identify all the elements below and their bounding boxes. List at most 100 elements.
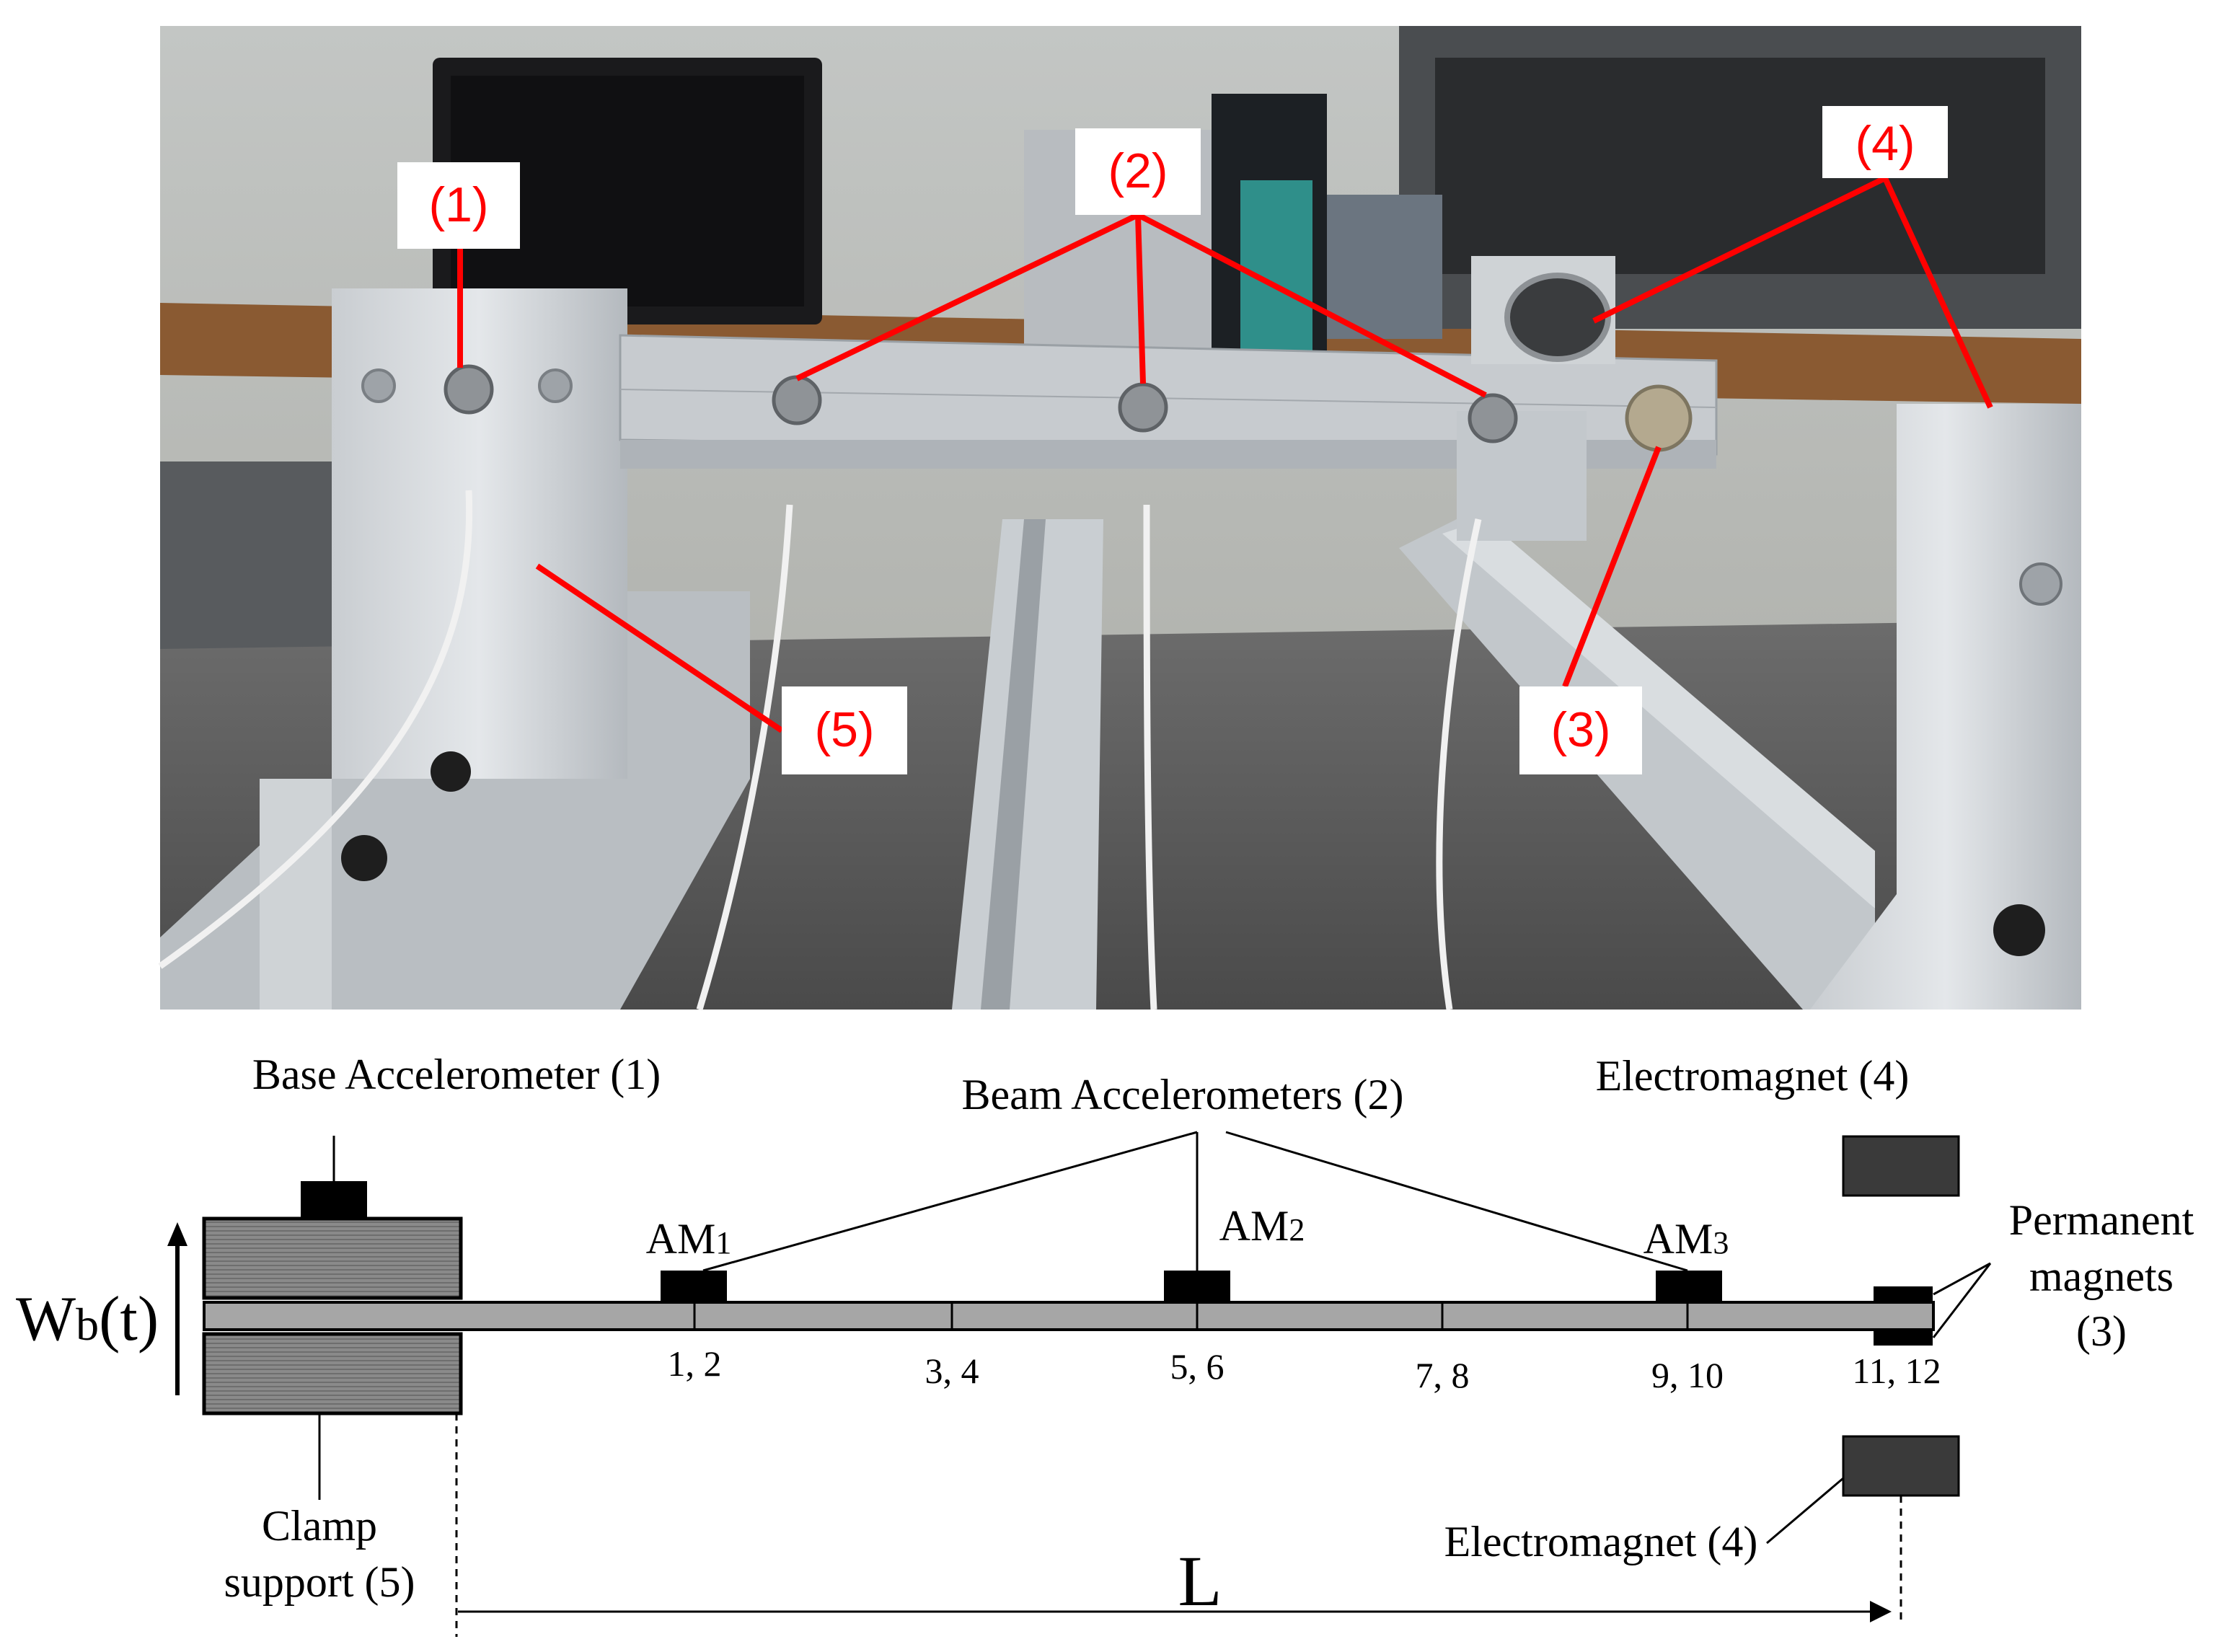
clamp-support-plate: [332, 288, 627, 779]
leader-2a: [795, 212, 1139, 381]
base-motion-main: W: [16, 1284, 76, 1354]
permanent-magnets-line-3: (3): [2076, 1307, 2127, 1355]
photo-leader-lines: [457, 175, 1993, 733]
electromagnet-bottom-label: Electromagnet (4): [1444, 1518, 1758, 1565]
am2-main: AM: [1219, 1202, 1289, 1250]
node-label-1: 1, 2: [668, 1343, 722, 1384]
clamp-support-line-1: Clamp: [262, 1502, 377, 1550]
bolt-1: [361, 368, 396, 403]
electromagnet-top: [1842, 1135, 1960, 1197]
callout-3-box: [1519, 686, 1642, 774]
callout-5-box: [782, 686, 907, 774]
base-motion-sub: b: [76, 1299, 99, 1350]
electromagnet-top-label: Electromagnet (4): [1596, 1052, 1910, 1100]
clamp-base-block: [260, 779, 332, 1010]
node-label-6: 11, 12: [1852, 1351, 1941, 1391]
callout-1-label: (1): [428, 177, 488, 232]
am3-block: [1656, 1271, 1722, 1302]
am2-label: AM2: [1219, 1202, 1305, 1250]
beam-accelerometer-photo-3: [1468, 393, 1518, 443]
am3-main: AM: [1643, 1215, 1713, 1263]
right-support-photo: [1810, 404, 2081, 1010]
cable-4: [1436, 518, 1482, 1010]
rail-right-top: [1442, 519, 1875, 909]
bolt-4: [341, 835, 387, 881]
leader-2c: [1137, 212, 1487, 398]
length-label: L: [1178, 1541, 1222, 1621]
window-pane: [1435, 58, 2045, 274]
node-label-4: 7, 8: [1416, 1355, 1470, 1395]
callout-5: (5): [782, 686, 907, 774]
schematic: Base Accelerometer (1) Beam Acceleromete…: [16, 1051, 2194, 1637]
node-labels: 1, 2 3, 4 5, 6 7, 8 9, 10 11, 12: [668, 1343, 1941, 1395]
am2-sub: 2: [1289, 1212, 1305, 1247]
electromagnet-photo: [1504, 273, 1611, 362]
cable-1: [158, 490, 473, 969]
beam-accelerometers-label: Beam Accelerometers (2): [961, 1071, 1403, 1118]
leader-2b: [1135, 214, 1146, 384]
beam: [203, 1301, 1935, 1331]
callout-4: (4): [1822, 106, 1948, 178]
photo-accelerometers: [444, 364, 1693, 452]
permanent-magnet-top: [1874, 1286, 1933, 1302]
leader-am1: [702, 1131, 1198, 1272]
base-motion-arg: (t): [99, 1284, 159, 1354]
leader-3: [1562, 446, 1662, 688]
leader-4b: [1882, 177, 1993, 409]
callout-4-box: [1822, 106, 1948, 178]
beam-accelerometer-photo-1: [772, 375, 822, 425]
callout-2-box: [1075, 128, 1201, 215]
callout-5-label: (5): [814, 702, 874, 757]
leader-magnet-top: [1933, 1262, 1991, 1296]
beam-accelerometer-photo-2: [1118, 382, 1168, 433]
am1-block: [661, 1271, 727, 1302]
clamp-support-label: Clamp support (5): [224, 1502, 415, 1606]
right-bolt-2: [1993, 904, 2045, 956]
photo: (1) (2) (3) (4) (5): [158, 26, 2081, 1011]
bolt-2: [538, 368, 573, 403]
permanent-magnets-line-1: Permanent: [2009, 1196, 2194, 1244]
node-ticks: [693, 1302, 1689, 1330]
permanent-magnets-label: Permanent magnets (3): [2009, 1196, 2194, 1355]
callout-2-label: (2): [1108, 143, 1168, 198]
rail-center-groove: [981, 519, 1046, 1010]
permanent-magnets-line-2: magnets: [2029, 1253, 2174, 1300]
leader-4a: [1592, 175, 1887, 324]
clamp-lower-jaw: [202, 1332, 463, 1415]
photo-callouts: (1) (2) (3) (4) (5): [397, 106, 1948, 774]
photo-cables: [158, 490, 1482, 1011]
am1-sub: 1: [715, 1225, 731, 1260]
electromagnet-bottom-leader: [1766, 1477, 1844, 1545]
callout-2: (2): [1075, 128, 1201, 215]
am3-label: AM3: [1643, 1215, 1729, 1263]
leader-magnet-bottom: [1932, 1263, 1992, 1338]
node-label-3: 5, 6: [1170, 1346, 1225, 1387]
callout-4-label: (4): [1855, 116, 1915, 171]
permanent-magnet-photo: [1625, 384, 1693, 452]
callout-3: (3): [1519, 686, 1642, 774]
cable-3: [1143, 504, 1157, 1010]
clamp-upper-jaw: [202, 1216, 463, 1300]
right-bolt: [2019, 562, 2062, 606]
node-label-2: 3, 4: [925, 1351, 979, 1391]
callout-1: (1): [397, 162, 520, 249]
node-label-5: 9, 10: [1651, 1355, 1724, 1395]
beam-accelerometer-leaders: [702, 1131, 1688, 1272]
bolt-3: [431, 751, 471, 792]
magnet-leaders: [1932, 1262, 1992, 1338]
electromagnet-bottom: [1842, 1435, 1960, 1497]
callout-3-label: (3): [1550, 702, 1610, 757]
base-accelerometer-photo: [444, 364, 494, 415]
am1-main: AM: [646, 1215, 716, 1263]
base-motion-label: Wb(t): [16, 1284, 159, 1354]
base-accelerometer-label: Base Accelerometer (1): [252, 1051, 661, 1098]
permanent-magnet-bottom: [1874, 1330, 1933, 1346]
clamp-support-line-2: support (5): [224, 1558, 415, 1606]
am2-block: [1164, 1271, 1230, 1302]
base-motion-arrowhead: [167, 1222, 187, 1246]
laptop: [1327, 195, 1442, 339]
leader-am3: [1225, 1131, 1688, 1272]
am3-sub: 3: [1713, 1225, 1729, 1260]
